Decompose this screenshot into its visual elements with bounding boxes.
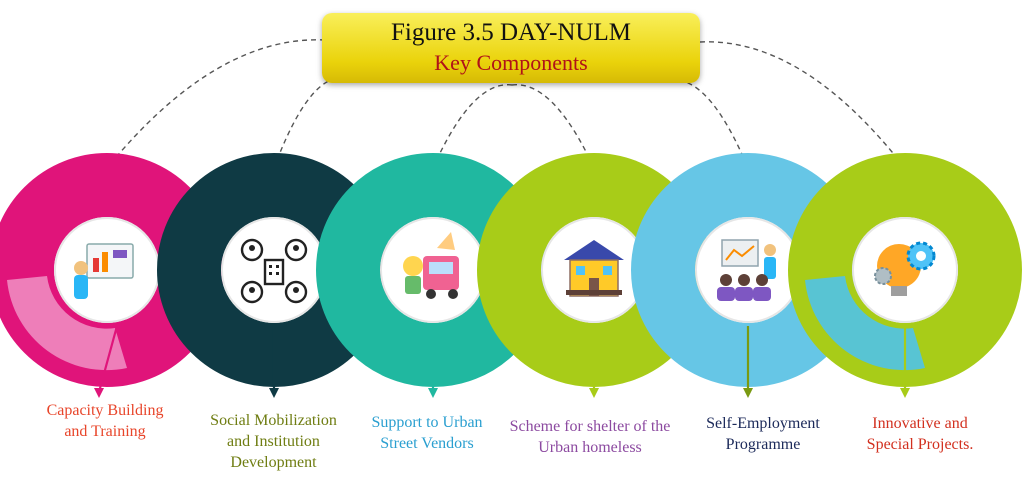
dashed-connector-4 [511,84,597,174]
self-employment-presentation-icon [717,239,776,301]
shelter-house-icon [564,240,624,297]
component-ring-6 [788,153,1022,387]
down-arrow-head-3 [428,388,438,398]
presentation-training-icon [74,243,134,299]
component-label-line: Development [230,454,317,471]
street-vendor-cart-icon [403,232,459,299]
dashed-connector-6 [699,41,909,173]
icon-disc-2 [221,217,327,323]
down-arrow-head-4 [589,388,599,398]
component-label-line: Capacity Building [46,402,164,419]
icon-disc-5 [695,217,801,323]
component-label-1: Capacity Building and Training [10,400,200,442]
component-label-line: and Institution [227,433,320,450]
component-label-line: Programme [725,436,801,453]
down-arrow-head-5 [743,388,753,398]
ring-highlight-6 [805,276,925,371]
component-label-line: Support to Urban [371,414,483,431]
component-label-line: Street Vendors [380,435,474,452]
dashed-connector-5 [669,79,751,174]
figure-subtitle: Key Components [434,50,588,75]
dashed-connector-3 [430,84,513,174]
down-arrow-head-2 [269,388,279,398]
component-label-line: and Training [64,423,146,440]
down-arrows [94,325,910,398]
down-arrow-head-6 [900,388,910,398]
title-box: Figure 3.5 DAY-NULM Key Components [322,13,700,83]
component-label-line: Special Projects. [866,436,974,453]
down-arrow-1 [97,325,119,393]
component-label-line: Urban homeless [538,439,642,456]
ring-highlight-1 [7,276,127,371]
component-label-line: Scheme for shelter of the [509,418,671,435]
component-label-line: Self-Employment [706,415,820,432]
dashed-connector-1 [103,39,326,173]
dashed-connectors [103,39,909,174]
down-arrow-head-1 [94,388,104,398]
innovation-bulb-gears-icon [874,241,936,296]
component-label-line: Innovative and [872,415,968,432]
community-network-icon [240,238,308,304]
component-rings [0,153,1022,387]
dashed-connector-2 [270,77,346,174]
component-label-line: Social Mobilization [210,412,337,429]
figure-title: Figure 3.5 DAY-NULM [390,19,632,46]
